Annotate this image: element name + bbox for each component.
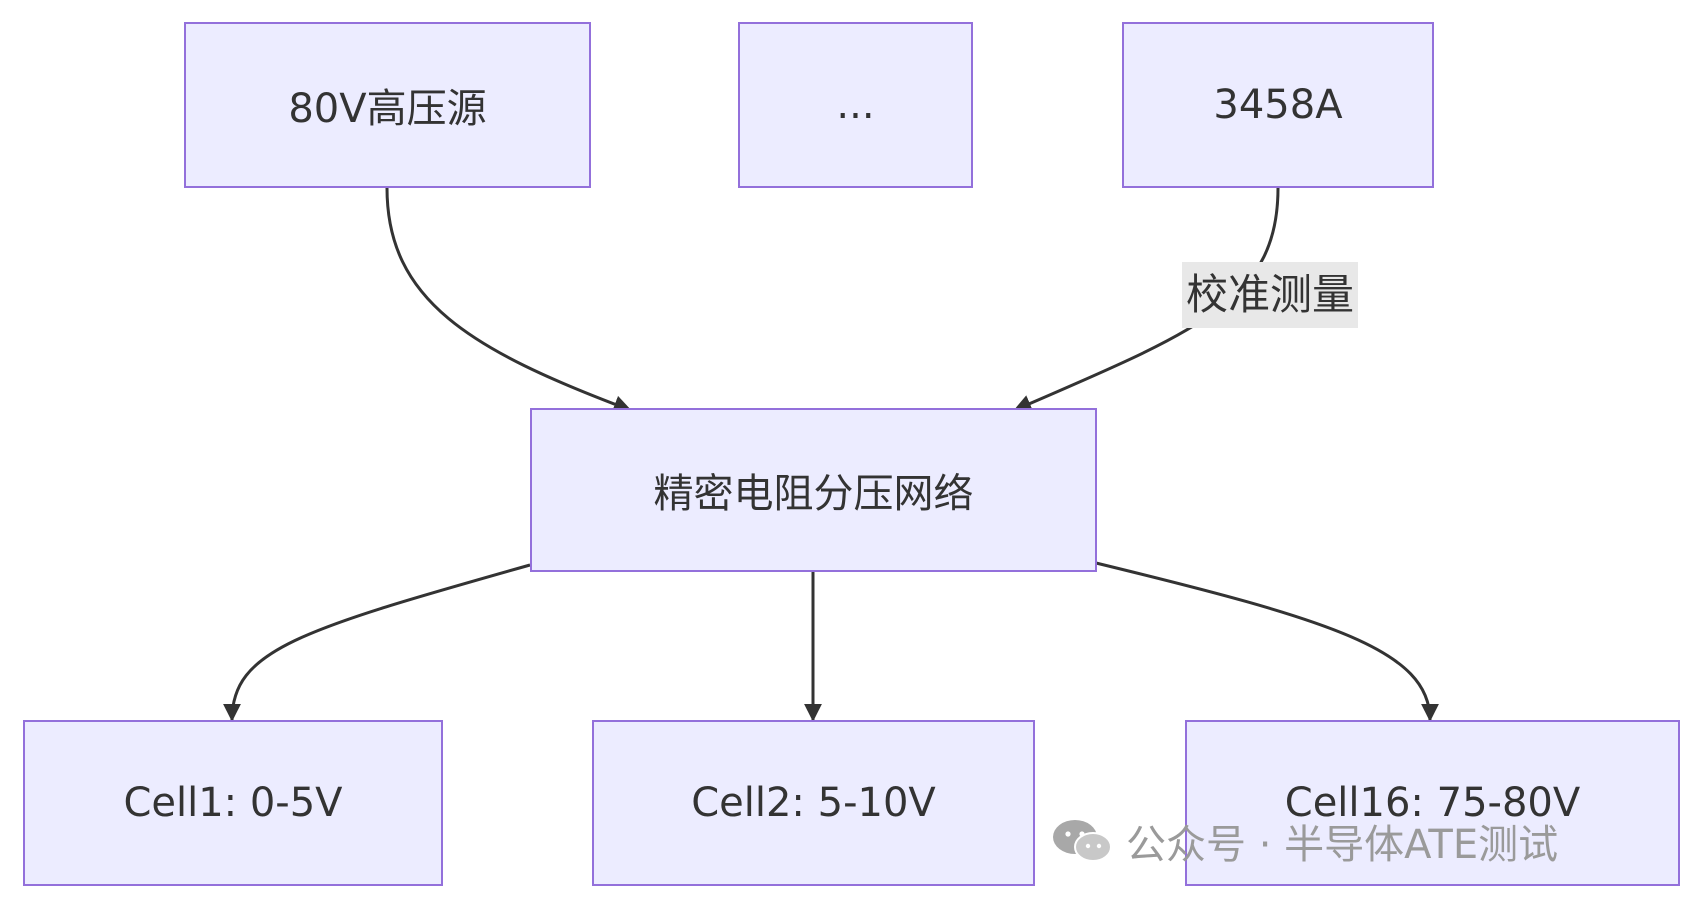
node-ellipsis: ...	[738, 22, 973, 188]
node-cell1-label: Cell1: 0-5V	[123, 780, 343, 826]
node-divider-network-label: 精密电阻分压网络	[653, 471, 974, 517]
node-cell1: Cell1: 0-5V	[23, 720, 443, 886]
edge-source-to-divider	[385, 187, 632, 413]
node-3458a-label: 3458A	[1213, 82, 1343, 128]
node-ellipsis-label: ...	[836, 82, 875, 128]
node-cell2-label: Cell2: 5-10V	[691, 780, 936, 826]
wechat-icon	[1053, 820, 1112, 862]
watermark-text: 公众号 · 半导体ATE测试	[1126, 822, 1559, 868]
node-3458a: 3458A	[1122, 22, 1434, 188]
node-80v-source-label: 80V高压源	[288, 86, 487, 132]
edge-label-calibration: 校准测量	[1182, 262, 1359, 328]
watermark: 公众号 · 半导体ATE测试	[1050, 812, 1558, 870]
node-80v-source: 80V高压源	[184, 22, 591, 188]
edge-divider-to-cell16	[1095, 561, 1439, 722]
node-divider-network: 精密电阻分压网络	[530, 408, 1097, 572]
node-cell16-label: Cell16: 75-80V	[1284, 780, 1581, 826]
node-cell2: Cell2: 5-10V	[592, 720, 1035, 886]
node-cell16: Cell16: 75-80V	[1185, 720, 1680, 886]
edge-divider-to-cell1	[223, 563, 531, 722]
